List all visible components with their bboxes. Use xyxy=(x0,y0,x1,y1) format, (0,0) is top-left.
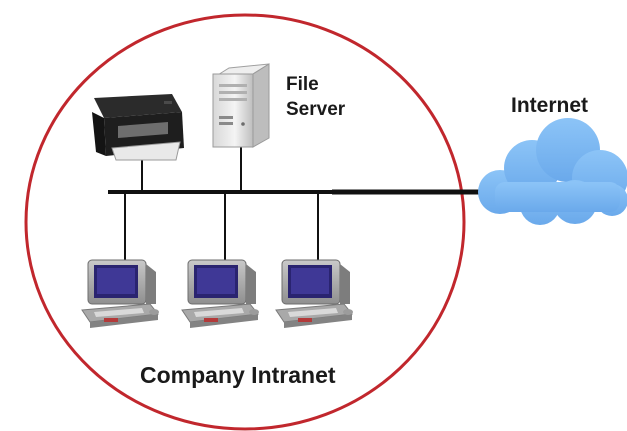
file-server-label-line-2: Server xyxy=(286,99,346,120)
internet-label: Internet xyxy=(511,94,589,117)
company-intranet-label: Company Intranet xyxy=(140,362,336,388)
connection-lines xyxy=(124,146,319,265)
cloud-icon xyxy=(478,118,627,225)
intranet-boundary xyxy=(24,13,466,431)
file-server-label: File Server xyxy=(286,72,345,122)
printer-icon xyxy=(92,94,184,161)
computer-icon xyxy=(81,259,159,328)
file-server-icon xyxy=(212,63,270,148)
file-server-label-line-1: File xyxy=(286,74,319,95)
computer-icon xyxy=(275,259,353,328)
computer-icon xyxy=(181,259,259,328)
